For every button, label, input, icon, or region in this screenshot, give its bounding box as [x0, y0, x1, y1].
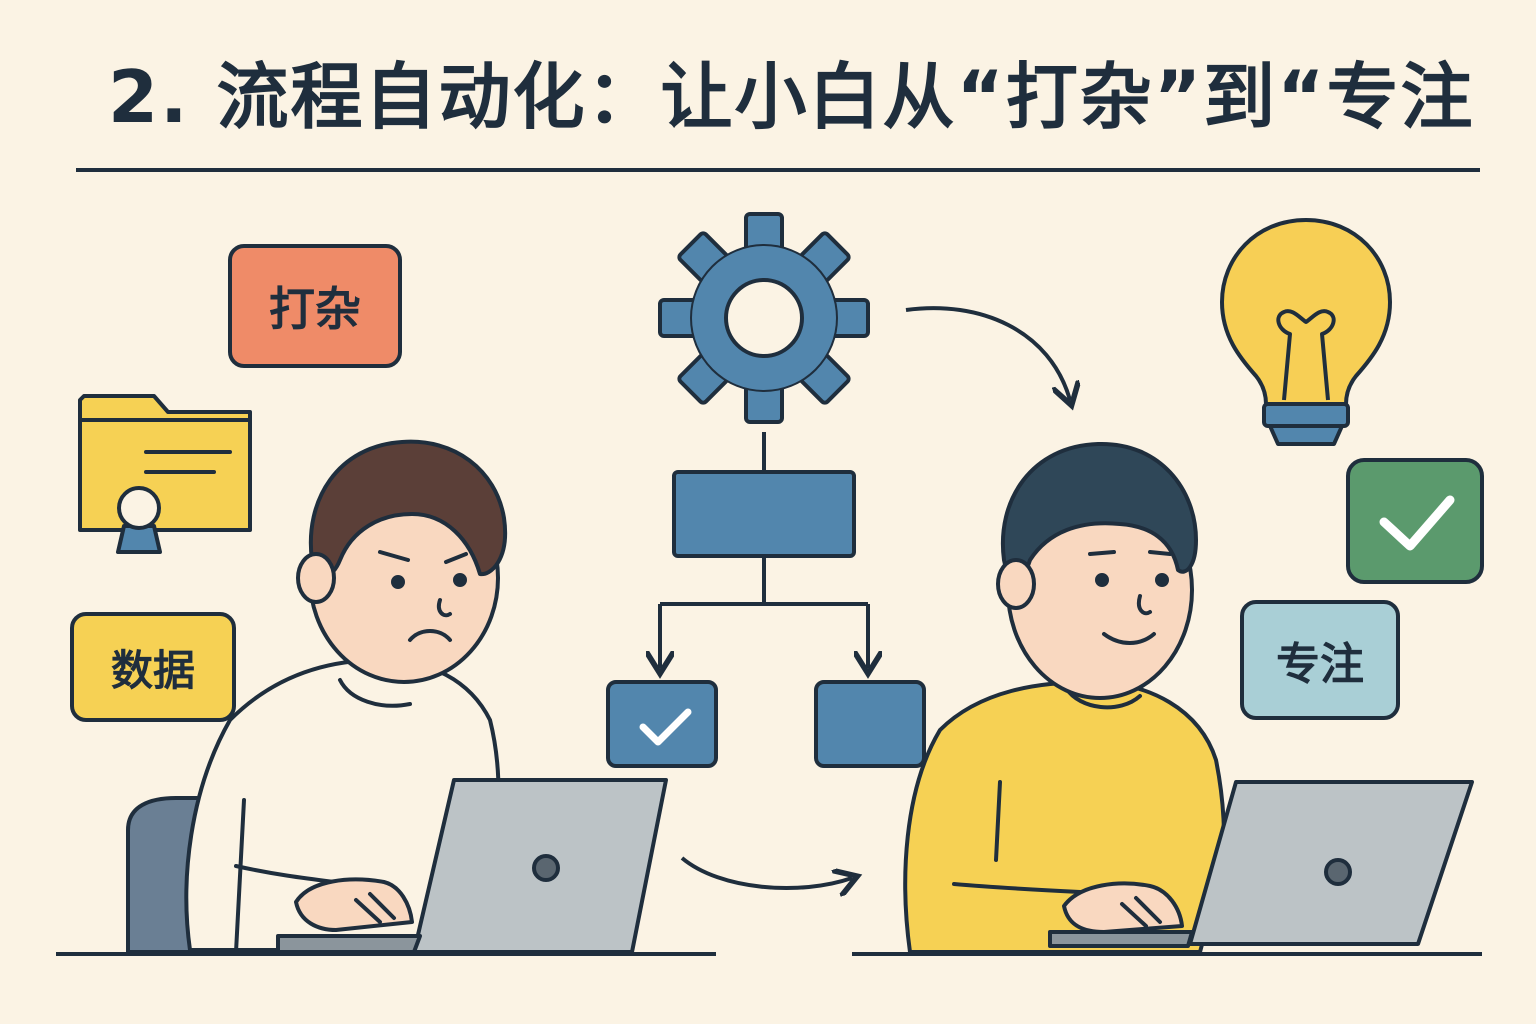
title-divider [76, 168, 1480, 172]
focus-tag: 专注 [1240, 600, 1400, 720]
lightbulb-icon [1220, 218, 1392, 446]
focused-worker [903, 441, 1226, 954]
data-tag: 数据 [70, 612, 236, 722]
flowchart-icon [606, 432, 926, 768]
laptop-icon [1048, 780, 1474, 948]
gear-icon [658, 212, 870, 424]
arrow-icon [905, 306, 1070, 400]
stressed-worker [126, 439, 508, 954]
check-icon [1346, 458, 1484, 584]
folder-icon [78, 394, 252, 532]
page-title: 2. 流程自动化：让小白从“打杂”到“专注 [108, 55, 1475, 139]
arrow-icon [680, 856, 852, 888]
odd-jobs-tag: 打杂 [228, 244, 402, 368]
certificate-icon [116, 486, 162, 554]
